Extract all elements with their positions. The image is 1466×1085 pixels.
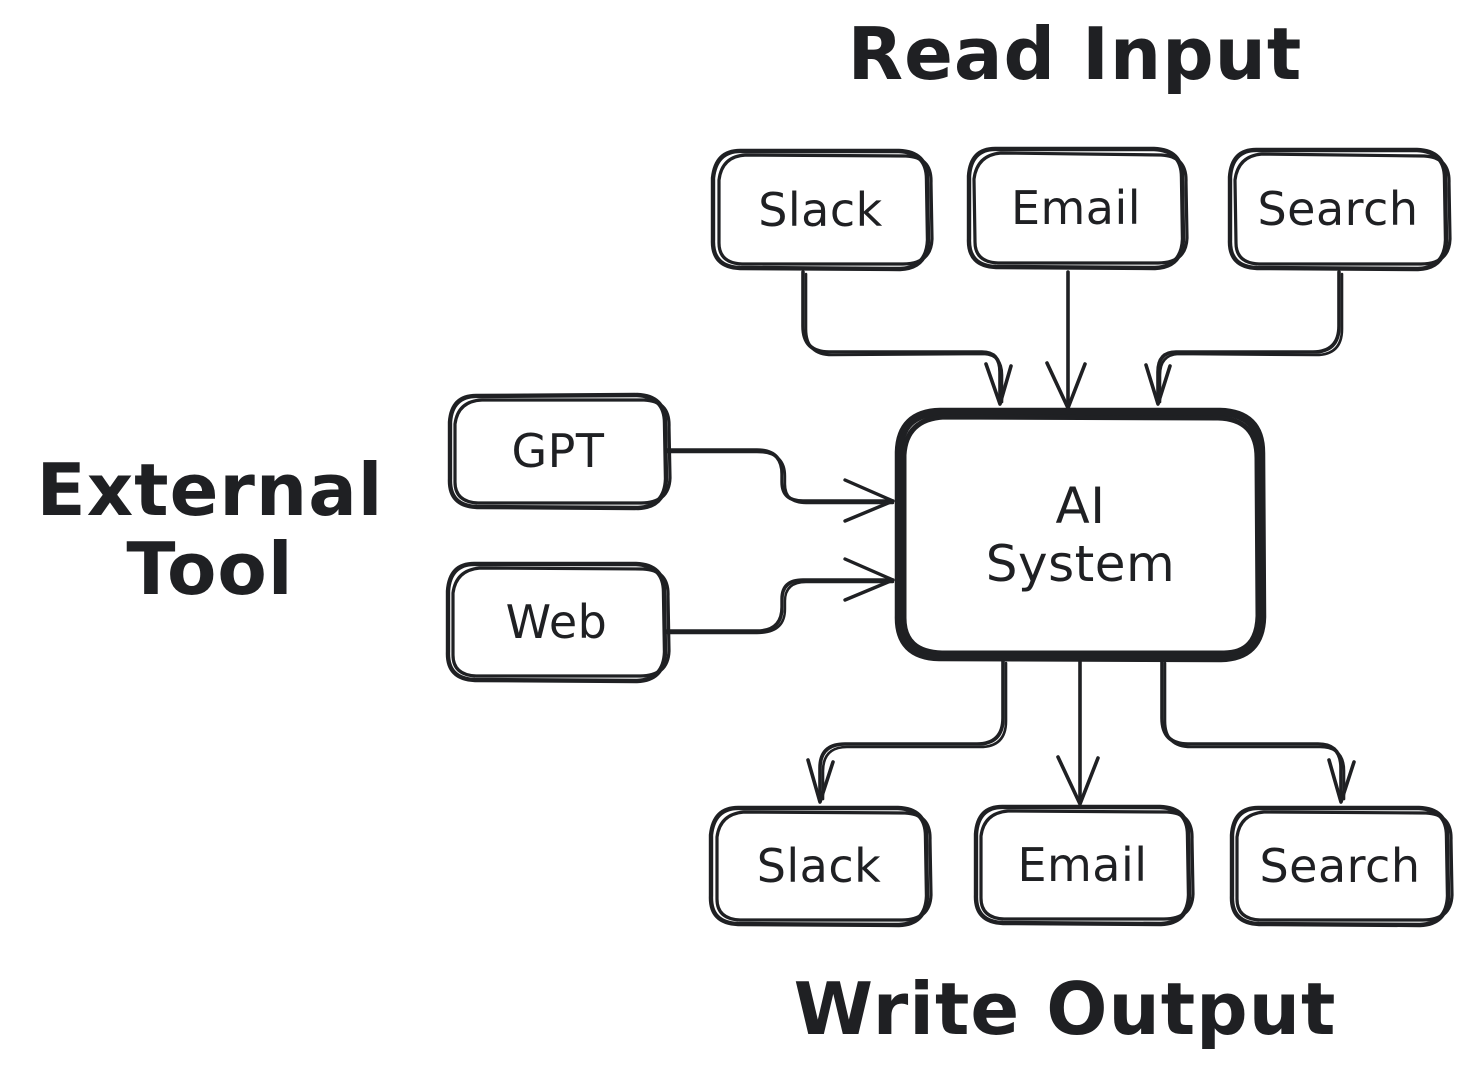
input-search-node[interactable]: [1230, 150, 1446, 268]
input-slack-node[interactable]: [713, 151, 928, 269]
input-email-box-outline: [966, 146, 1189, 271]
output-email-node[interactable]: [976, 807, 1189, 923]
ai-system-node[interactable]: [899, 412, 1262, 657]
input-search-box-outline: [1227, 147, 1452, 272]
edge-ai-to-output-slack: [806, 659, 1008, 804]
edge-ai-to-output-search: [1160, 659, 1356, 804]
edge-tool-web-to-ai: [665, 557, 895, 635]
ai-system-box-outline: [894, 407, 1267, 663]
output-search-box-outline: [1229, 805, 1454, 928]
edge-ai-to-output-email: [1056, 659, 1100, 806]
edge-input-search-to-ai: [1144, 270, 1344, 406]
input-email-node[interactable]: [969, 149, 1183, 267]
tool-gpt-node[interactable]: [450, 395, 666, 507]
tool-gpt-box-outline: [447, 392, 672, 511]
edge-input-slack-to-ai: [801, 270, 1013, 406]
output-slack-node[interactable]: [711, 808, 927, 924]
edge-tool-gpt-to-ai: [665, 448, 895, 523]
tool-web-box-outline: [445, 561, 671, 684]
output-search-node[interactable]: [1232, 808, 1448, 924]
tool-web-node[interactable]: [448, 564, 665, 680]
input-slack-box-outline: [710, 148, 934, 272]
edge-input-email-to-ai: [1045, 270, 1087, 410]
output-email-box-outline: [973, 804, 1195, 927]
output-slack-box-outline: [708, 805, 933, 928]
